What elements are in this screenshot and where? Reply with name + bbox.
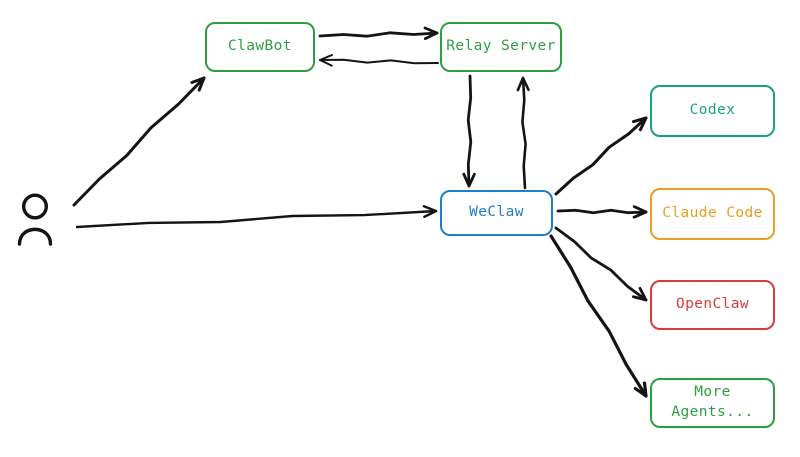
edge-clawbot-to-relay [318, 26, 439, 40]
node-codex[interactable]: Codex [650, 85, 775, 137]
arrowhead [423, 26, 439, 40]
edge-user-to-weclaw [75, 205, 438, 229]
arrowhead [633, 381, 648, 398]
arrowhead [516, 76, 530, 92]
edge-weclaw-to-claude-code [556, 205, 648, 219]
arrowhead [632, 116, 648, 132]
node-relay-server[interactable]: Relay Server [440, 22, 562, 72]
edge-weclaw-to-codex [554, 116, 648, 196]
edge-weclaw-to-more-agents [549, 234, 648, 398]
edge-relay-to-clawbot [319, 54, 439, 67]
edge-user-to-clawbot [72, 76, 206, 207]
user-actor-icon [17, 193, 53, 246]
node-openclaw[interactable]: OpenClaw [650, 280, 775, 330]
arrowhead [422, 205, 438, 218]
arrowhead [632, 287, 648, 302]
edge-weclaw-to-relay [516, 76, 530, 190]
node-claude-code[interactable]: Claude Code [650, 188, 775, 240]
arrowhead [632, 205, 648, 219]
edge-relay-to-weclaw [462, 74, 476, 188]
node-weclaw[interactable]: WeClaw [440, 190, 553, 236]
node-more-agents[interactable]: More Agents... [650, 378, 775, 428]
node-clawbot[interactable]: ClawBot [205, 22, 315, 72]
arrowhead [190, 76, 206, 92]
edge-weclaw-to-openclaw [554, 226, 648, 302]
arrowhead [462, 172, 476, 188]
arrowhead [319, 54, 333, 67]
